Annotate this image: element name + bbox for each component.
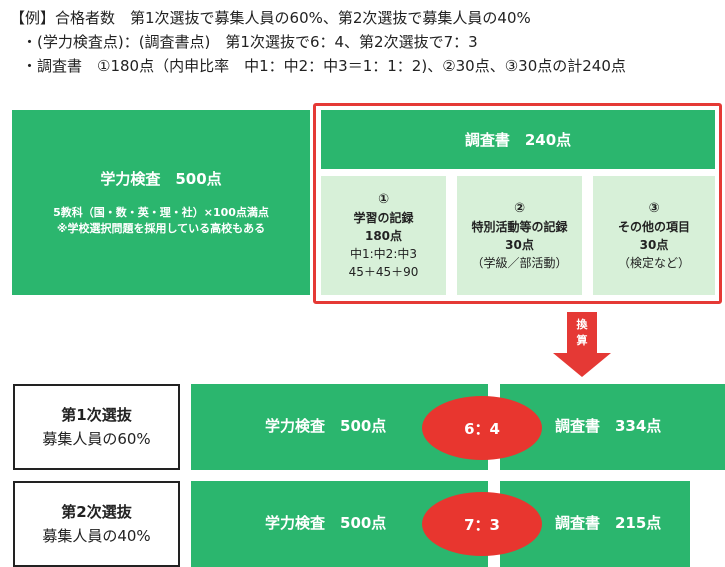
conversion-arrow-shaft: 換 算 [567, 312, 597, 354]
chosasho-frame [313, 103, 722, 304]
item-2-name: 特別活動等の記録 [471, 219, 568, 234]
conversion-label-1: 換 [576, 318, 588, 331]
chosasho-item-3: ③ その他の項目 30点 （検定など） [593, 176, 715, 295]
item-3-points: 30点 [639, 237, 669, 252]
selection-2-ratio-text: 7：3 [464, 515, 500, 534]
selection-1-title: 第1次選抜 [61, 406, 132, 424]
chosasho-item-1: ① 学習の記録 180点 中1:中2:中3 45＋45＋90 [321, 176, 446, 295]
gakuryoku-box: 学力検査 500点 5教科（国・数・英・理・社）×100点満点 ※学校選択問題を… [12, 110, 310, 295]
item-3-number: ③ [648, 200, 660, 216]
item-1-detail-2: 45＋45＋90 [348, 264, 419, 279]
item-3-detail-1: （検定など） [617, 255, 690, 270]
chosasho-item-2: ② 特別活動等の記録 30点 （学級／部活動） [457, 176, 582, 295]
chosasho-title: 調査書 240点 [464, 131, 572, 149]
chosasho-header: 調査書 240点 [321, 110, 715, 169]
selection-1-subtitle: 募集人員の60% [42, 430, 151, 448]
item-2-points: 30点 [505, 237, 534, 252]
selection-1-label-box: 第1次選抜 募集人員の60% [13, 384, 180, 470]
gakuryoku-note: 5教科（国・数・英・理・社）×100点満点 ※学校選択問題を採用している高校もあ… [53, 205, 269, 237]
item-1-points: 180点 [364, 228, 403, 243]
item-1-detail-1: 中1:中2:中3 [350, 246, 417, 261]
gakuryoku-title: 学力検査 500点 [100, 170, 222, 188]
item-1-name: 学習の記録 [353, 210, 414, 225]
selection-1-right-text: 調査書 334点 [555, 417, 662, 435]
selection-2-subtitle: 募集人員の40% [42, 527, 151, 545]
selection-2-label-box: 第2次選抜 募集人員の40% [13, 481, 180, 567]
item-2-number: ② [513, 200, 525, 216]
selection-2-ratio: 7：3 [422, 492, 542, 556]
conversion-label-2: 算 [576, 334, 588, 347]
selection-1-left-text: 学力検査 500点 [265, 417, 387, 435]
gakuryoku-note-2: ※学校選択問題を採用している高校もある [56, 222, 266, 235]
selection-2-left-text: 学力検査 500点 [265, 514, 387, 532]
selection-2-right-text: 調査書 215点 [555, 514, 662, 532]
selection-2-title: 第2次選抜 [61, 503, 132, 521]
item-3-name: その他の項目 [617, 219, 690, 234]
header-line-3: ・調査書 ①180点（内申比率 中1：中2：中3＝1：1：2)、②30点、③30… [22, 57, 626, 75]
conversion-arrow-head [553, 353, 611, 377]
header-line-1: 【例】合格者数 第1次選抜で募集人員の60%、第2次選抜で募集人員の40% [10, 9, 531, 27]
selection-1-ratio-text: 6：4 [464, 419, 500, 438]
header-line-2: ・(学力検査点)：(調査書点) 第1次選抜で6：4、第2次選抜で7：3 [22, 33, 478, 51]
item-2-detail-1: （学級／部活動） [471, 255, 568, 270]
selection-1-ratio: 6：4 [422, 396, 542, 460]
item-1-number: ① [377, 191, 389, 207]
gakuryoku-note-1: 5教科（国・数・英・理・社）×100点満点 [53, 206, 269, 219]
